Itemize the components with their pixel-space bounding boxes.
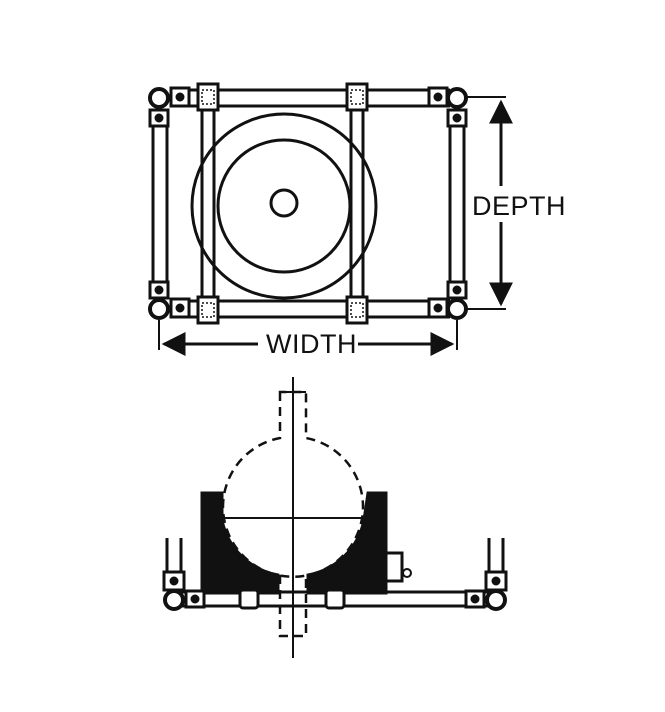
flask-outline bbox=[221, 390, 365, 579]
side-clamp-right bbox=[464, 570, 508, 611]
corner-clamp-bottom-right bbox=[427, 280, 468, 320]
corner-clamp-bottom-left bbox=[148, 280, 191, 320]
width-label: WIDTH bbox=[266, 329, 357, 359]
corner-clamp-top-right bbox=[427, 86, 468, 128]
top-view bbox=[148, 82, 513, 356]
inner-left-rail bbox=[200, 110, 216, 296]
vessel-center-hole bbox=[269, 188, 299, 218]
vessel-outer-ring bbox=[190, 112, 378, 300]
depth-label-bg bbox=[470, 186, 554, 222]
side-clamp-left bbox=[162, 570, 206, 611]
bar-clamp-top-right bbox=[345, 82, 369, 112]
side-view bbox=[162, 377, 508, 658]
rail-clamp-right bbox=[324, 588, 346, 610]
left-rail bbox=[151, 112, 169, 290]
actuator bbox=[384, 551, 412, 583]
right-rail bbox=[448, 112, 466, 290]
bar-clamp-bottom-right bbox=[345, 295, 369, 325]
vessel-inner-ring bbox=[216, 138, 352, 274]
corner-clamp-top-left bbox=[148, 86, 191, 128]
width-dimension bbox=[158, 320, 458, 356]
depth-label: DEPTH bbox=[472, 191, 566, 221]
bar-clamp-top-left bbox=[196, 82, 220, 112]
rail-clamp-left bbox=[238, 588, 260, 610]
bar-clamp-bottom-left bbox=[196, 295, 220, 325]
